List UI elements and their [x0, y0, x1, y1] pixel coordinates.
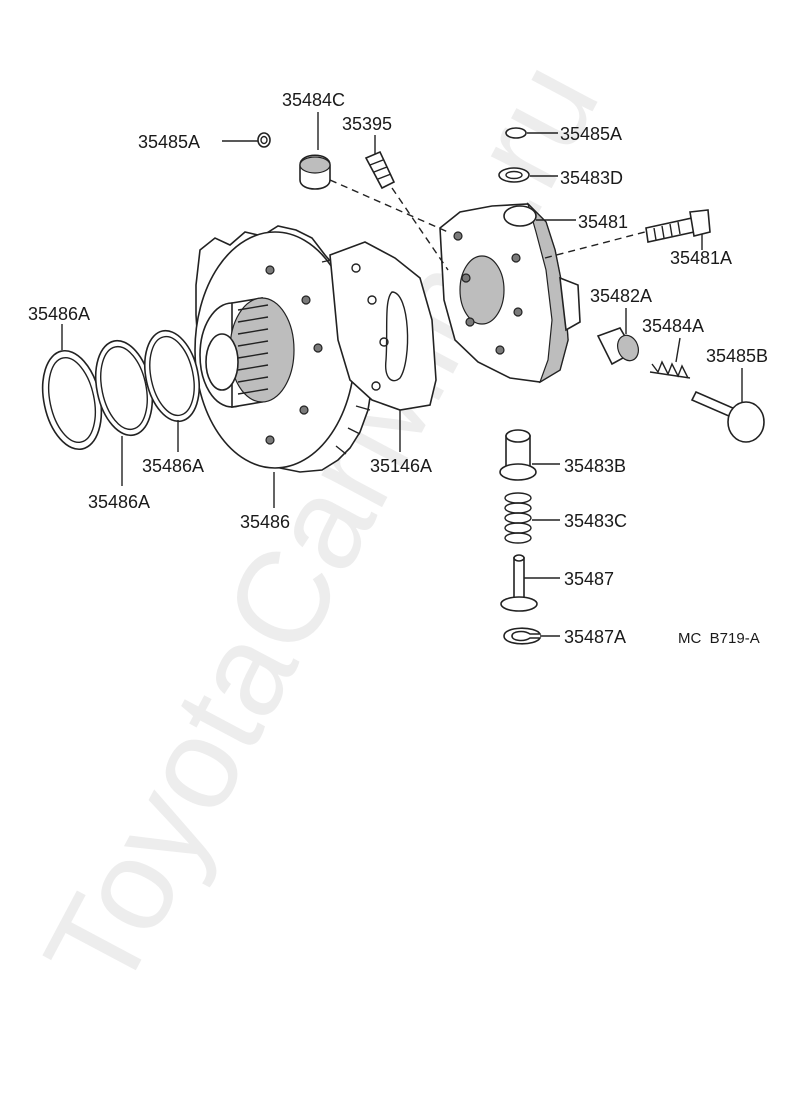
label-35484A: 35484A — [642, 316, 704, 336]
label-35487: 35487 — [564, 569, 614, 589]
label-35483B: 35483B — [564, 456, 626, 476]
snap-ring-35487A — [503, 627, 542, 645]
gasket-35146A — [329, 241, 437, 411]
label-35485A-right: 35485A — [560, 124, 622, 144]
alignment-line-a — [329, 179, 449, 233]
diagram-code: MC B719-A — [678, 630, 760, 647]
plug-35395 — [364, 150, 396, 190]
clip-35485A-right — [505, 127, 527, 139]
label-35481: 35481 — [578, 212, 628, 232]
pin-35487 — [500, 554, 538, 612]
washer-35485A-left — [257, 132, 271, 148]
washer-35483D — [498, 167, 530, 183]
label-35485B: 35485B — [706, 346, 768, 366]
label-35484C: 35484C — [282, 90, 345, 110]
sleeve-35482A — [596, 327, 639, 366]
alignment-line-b — [391, 187, 449, 271]
bolt-35481A — [645, 209, 711, 243]
label-35486A-top: 35486A — [28, 304, 90, 324]
label-35483D: 35483D — [560, 168, 623, 188]
leader-35484A — [675, 337, 681, 363]
label-35485A-left: 35485A — [138, 132, 200, 152]
label-35486A-bottom: 35486A — [88, 492, 150, 512]
label-35482A: 35482A — [590, 286, 652, 306]
pump-body-35481 — [439, 201, 581, 384]
spring-35484A — [649, 360, 691, 379]
label-35395: 35395 — [342, 114, 392, 134]
spring-35483C — [504, 492, 532, 544]
label-35486: 35486 — [240, 512, 290, 532]
seal-rings-35486A — [41, 329, 200, 451]
label-35487A: 35487A — [564, 627, 626, 647]
cap-35484C — [299, 154, 331, 190]
stator-drum-35486 — [194, 225, 375, 473]
label-35483C: 35483C — [564, 511, 627, 531]
label-35486A-mid: 35486A — [142, 456, 204, 476]
plunger-35483B — [499, 429, 537, 481]
label-35481A: 35481A — [670, 248, 732, 268]
valve-35485B — [690, 390, 765, 443]
alignment-line-c — [544, 231, 646, 259]
label-35146A: 35146A — [370, 456, 432, 476]
